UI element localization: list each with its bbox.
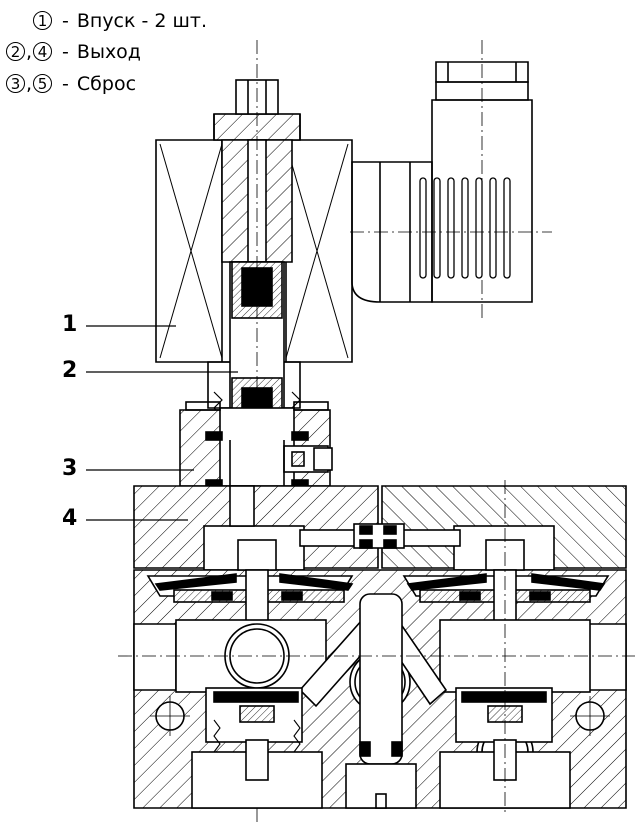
connector-plug bbox=[350, 40, 552, 318]
callout-coil: 1 bbox=[62, 312, 78, 337]
legend-row: 1-Впуск - 2 шт. bbox=[33, 10, 207, 32]
callout-valve-body: 4 bbox=[62, 506, 78, 531]
leader-lines bbox=[86, 325, 238, 521]
legend-dash: - bbox=[62, 10, 69, 32]
legend-port-number: 5 bbox=[33, 74, 53, 93]
legend-port-number: 3 bbox=[6, 74, 25, 93]
legend-port-number: 2 bbox=[6, 42, 25, 61]
callout-pilot-body: 3 bbox=[62, 456, 78, 481]
pilot-body bbox=[179, 401, 333, 489]
legend-text: Впуск - 2 шт. bbox=[76, 10, 208, 32]
callout-plunger-tube: 2 bbox=[62, 358, 78, 383]
plunger-tube bbox=[207, 40, 301, 824]
legend-row: 2,4-Выход bbox=[6, 41, 141, 63]
legend-dash: - bbox=[62, 41, 69, 63]
legend-row: 3,5-Сброс bbox=[6, 73, 136, 95]
legend-port-number: 1 bbox=[33, 11, 52, 30]
legend-text: Выход bbox=[76, 41, 141, 63]
valve-body bbox=[118, 480, 635, 815]
legend-separator: , bbox=[26, 73, 33, 95]
legend-dash: - bbox=[62, 73, 69, 95]
legend-separator: , bbox=[26, 41, 33, 63]
legend-port-number: 4 bbox=[33, 42, 53, 61]
legend-text: Сброс bbox=[76, 73, 137, 95]
